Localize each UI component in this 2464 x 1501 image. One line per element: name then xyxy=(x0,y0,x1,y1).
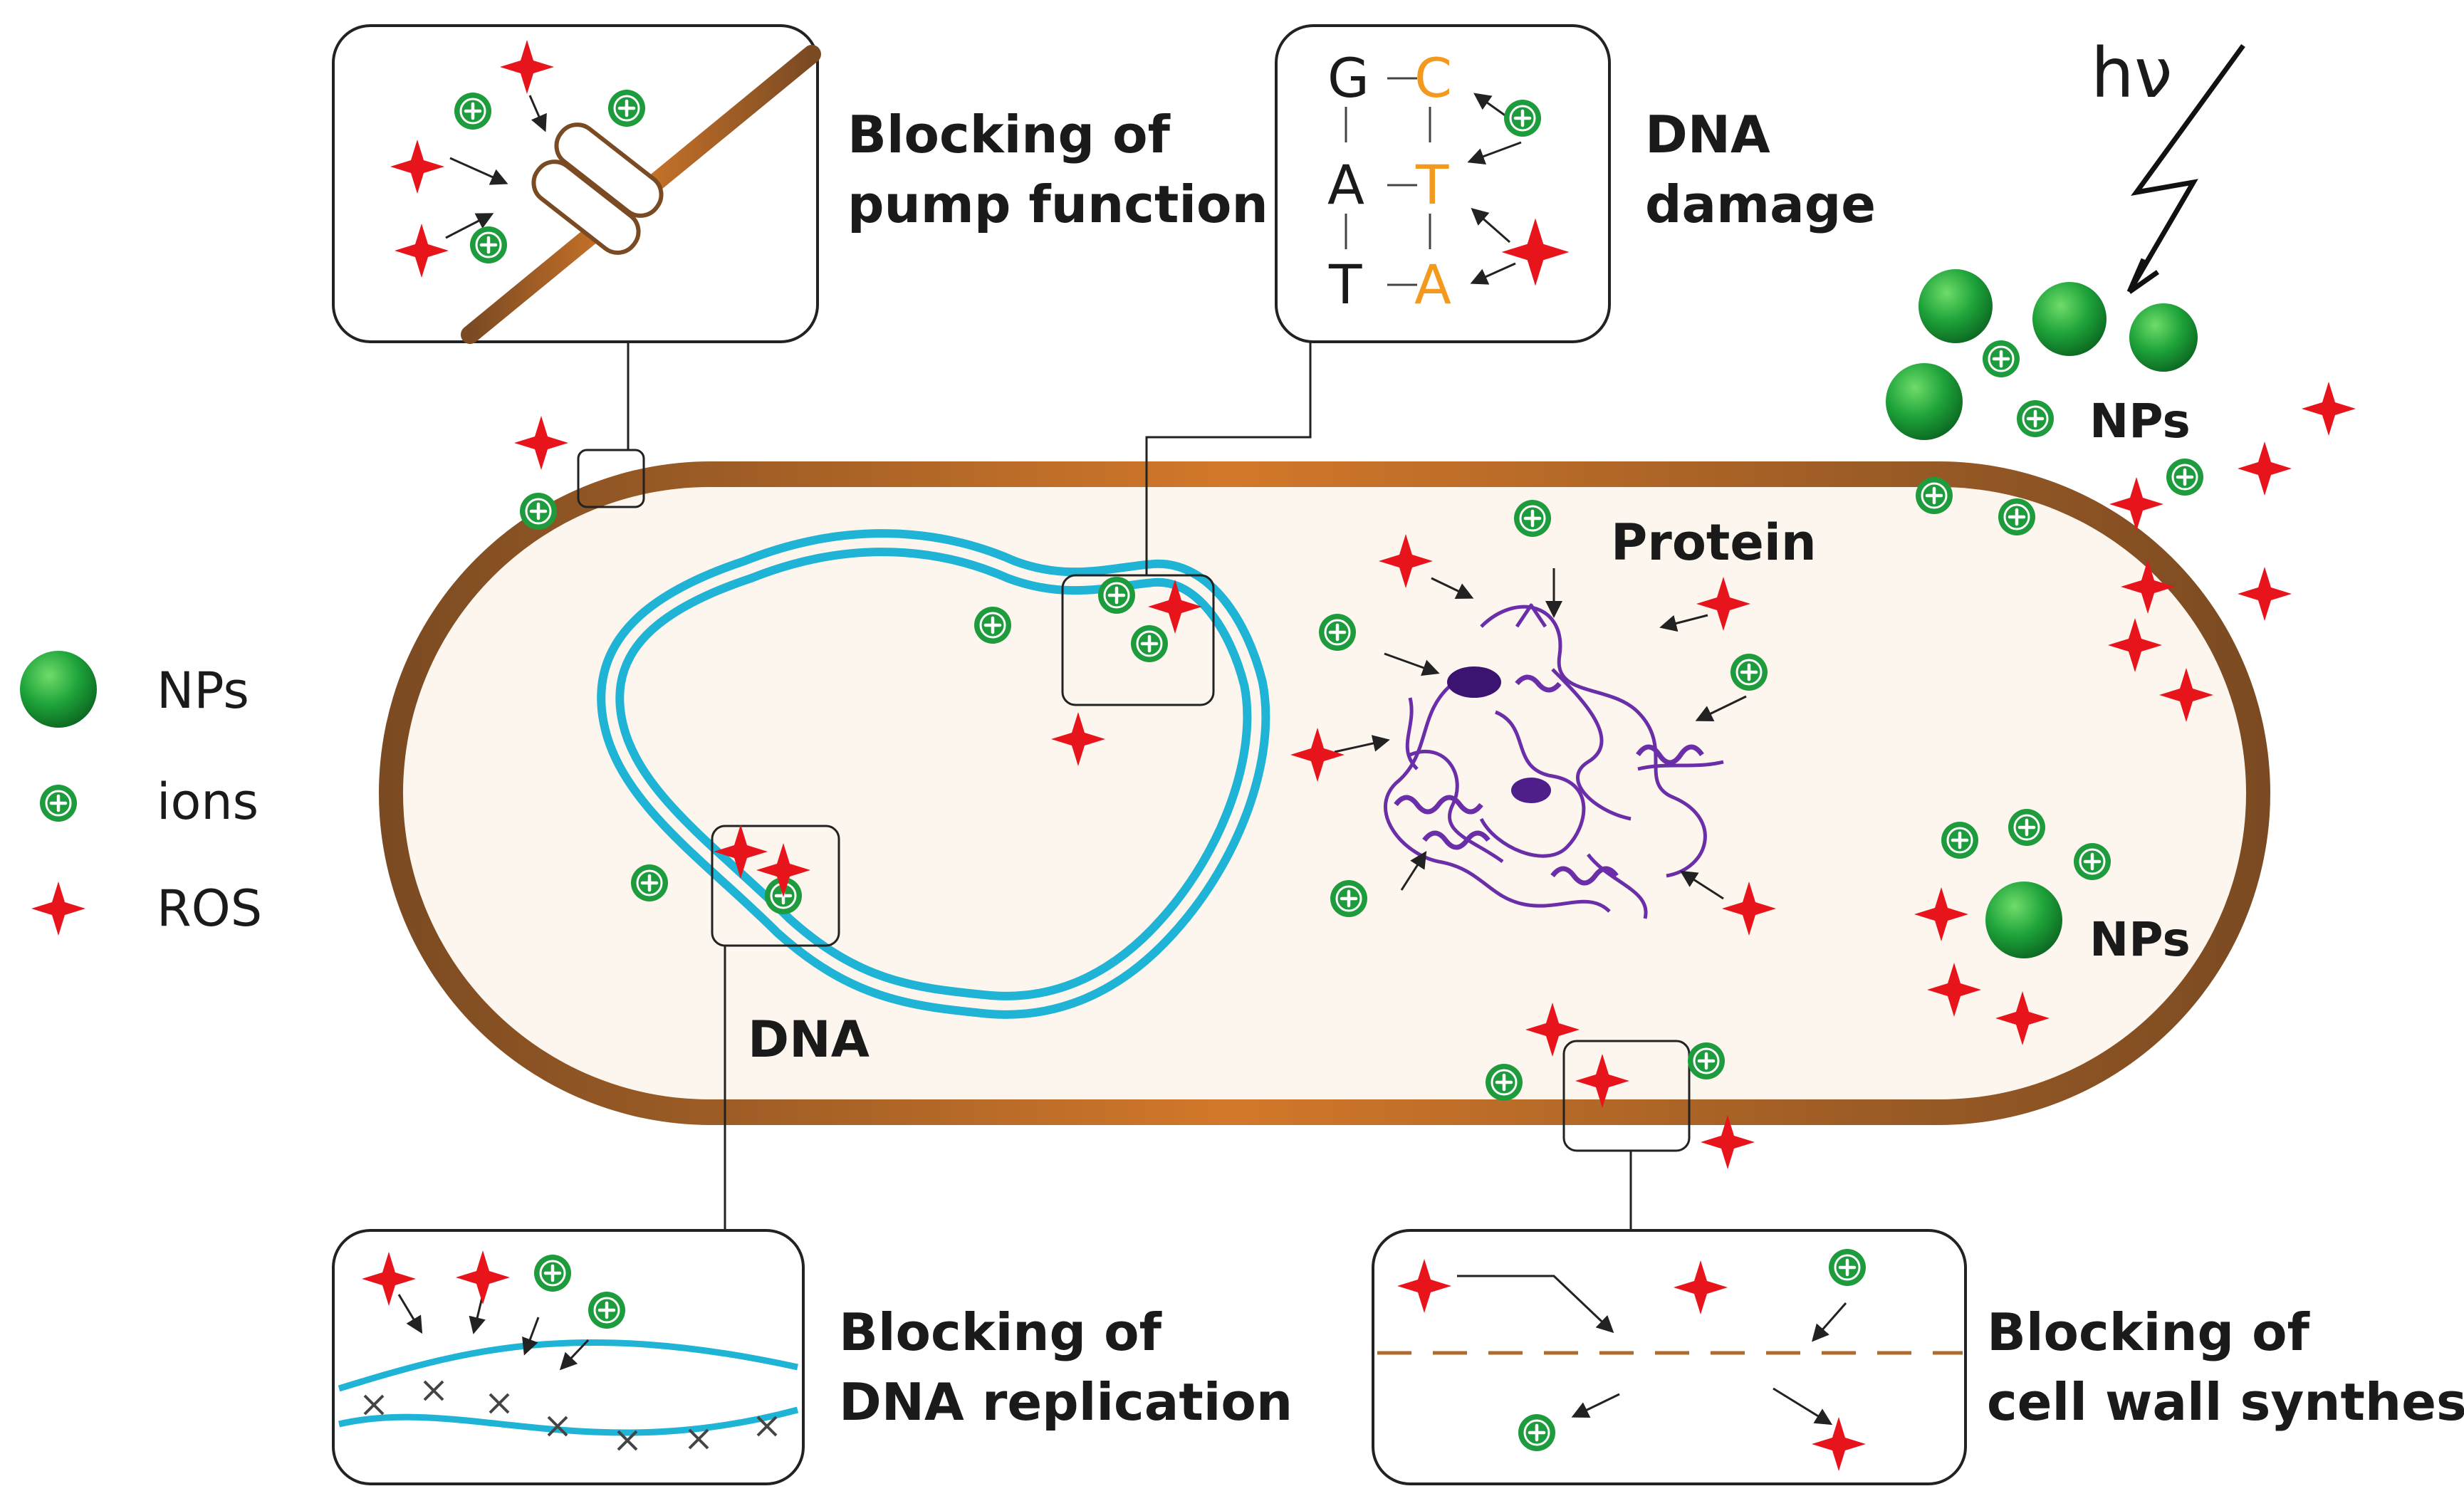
dna-base-g: G xyxy=(1327,46,1369,110)
legend-ros-icon xyxy=(31,882,85,936)
dna-base-a: A xyxy=(1327,153,1364,216)
cell-wall-title-2: cell wall synthesis xyxy=(1987,1372,2464,1432)
legend-np-icon xyxy=(20,651,97,728)
dna-base-t-damaged: T xyxy=(1415,153,1449,216)
callout-pump-function xyxy=(332,24,821,344)
cell-wall-callout-box xyxy=(1372,1229,1967,1485)
pump-callout-title-1: Blocking of xyxy=(847,105,1171,164)
nps-inside-label: NPs xyxy=(2089,912,2191,967)
dna-damage-title-2: damage xyxy=(1645,174,1876,234)
callout-cell-wall-synthesis xyxy=(1372,1229,1967,1485)
membrane-pump xyxy=(531,122,664,255)
pump-callout-title-2: pump function xyxy=(847,174,1268,234)
dna-replication-title-1: Blocking of xyxy=(839,1302,1162,1362)
dna-label: DNA xyxy=(748,1010,870,1069)
protein-label: Protein xyxy=(1611,513,1817,572)
light-label: hν xyxy=(2091,33,2172,113)
dna-base-c-damaged: C xyxy=(1414,46,1452,110)
nps-outside-label: NPs xyxy=(2089,394,2191,449)
legend-ion-icon xyxy=(40,785,77,822)
nanoparticles xyxy=(20,269,2198,958)
replication-block-marks xyxy=(363,1380,778,1451)
dna-base-t: T xyxy=(1328,253,1362,316)
dna-plasmid xyxy=(597,529,1270,1019)
dna-damage-title-1: DNA xyxy=(1645,105,1770,164)
text-labels: Blocking of pump function DNA damage Blo… xyxy=(157,33,2464,1432)
protein-structure xyxy=(1384,603,1724,919)
legend-ions-label: ions xyxy=(157,773,259,831)
light-arrow xyxy=(2126,43,2245,294)
interaction-arrows xyxy=(397,93,1847,1426)
legend-ros-label: ROS xyxy=(157,879,262,938)
callout-connectors xyxy=(577,342,1691,1230)
cell-wall-title-1: Blocking of xyxy=(1987,1302,2310,1362)
dna-base-a-damaged: A xyxy=(1414,253,1451,316)
cytoplasm xyxy=(403,487,2246,1099)
legend-nps-label: NPs xyxy=(157,661,249,720)
dna-replication-title-2: DNA replication xyxy=(839,1372,1293,1432)
